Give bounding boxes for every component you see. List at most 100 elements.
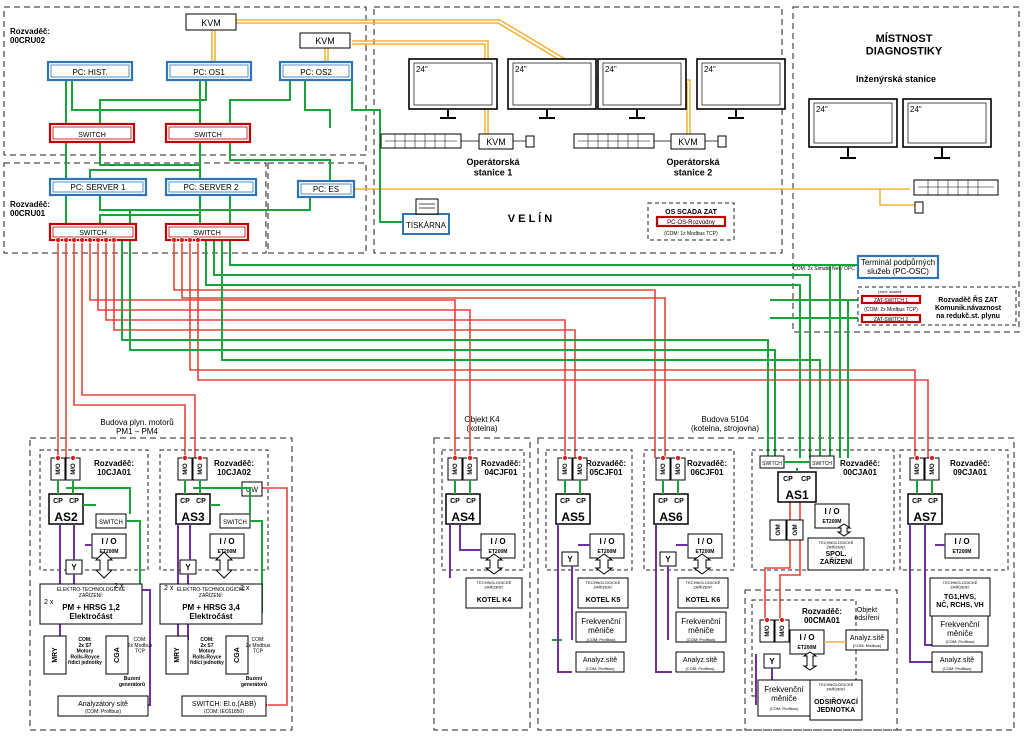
monitor-size-2: 24": [515, 65, 527, 74]
kvm-op1[interactable]: [478, 133, 514, 150]
cp-label: CP: [801, 476, 811, 483]
zone-label-velin: V E L Í N: [508, 212, 552, 225]
et200m-label: ET200M: [489, 549, 508, 555]
switch-b[interactable]: SWITCH: [164, 122, 252, 144]
eng-monitor-size-1: 24": [816, 105, 828, 114]
mouse-2-icon[interactable]: [717, 135, 727, 148]
zone-plyn-motoru: [29, 437, 293, 731]
om-label: O/M: [793, 524, 799, 535]
cga-label: CGA: [234, 647, 241, 663]
cp-label: CP: [560, 498, 570, 505]
cp-label: CP: [658, 498, 668, 505]
profibus-com: (COM: Profibus): [686, 666, 716, 671]
kvm-secondary-label: KVM: [315, 36, 335, 46]
cabinet-cja00-label: Rozvaděč:00CJA01: [840, 459, 880, 477]
gateway-label: GW: [246, 487, 258, 494]
pc-os1[interactable]: PC: OS1: [165, 60, 253, 82]
kvm-secondary[interactable]: [299, 32, 351, 49]
switch-a[interactable]: SWITCH: [48, 122, 136, 144]
mry-label: MRY: [174, 647, 181, 663]
y-label: Y: [185, 563, 191, 572]
cabinet-ethernet: [57, 461, 933, 641]
io-label: I / O: [954, 537, 969, 546]
two-x-label: 2 x: [240, 585, 250, 592]
switch-d[interactable]: SWITCH: [164, 222, 250, 242]
kvm-op1-label: KVM: [486, 137, 506, 147]
io-labels: I / O ET200M I / O ET200M I / O ET200M I…: [100, 507, 972, 651]
zat-switch-2[interactable]: [860, 313, 922, 324]
zone-label-cru02: Rozvaděč:00CRU02: [10, 27, 50, 45]
keyboard-1[interactable]: [380, 133, 462, 149]
pc-server1-label: PC: SERVER 1: [71, 183, 127, 192]
kvm-main-label: KVM: [201, 18, 221, 28]
et200m-label: ET200M: [823, 519, 842, 525]
kvm-op2-label: KVM: [678, 137, 698, 147]
field-equipment: [39, 537, 991, 721]
cabinet-cja02: [159, 449, 269, 571]
y-label: Y: [567, 555, 573, 564]
fiber-links: [57, 240, 929, 706]
mouse-1-icon[interactable]: [525, 135, 535, 148]
as6-label: AS6: [659, 510, 683, 524]
switch-c[interactable]: SWITCH: [48, 222, 138, 242]
zone-label-cru01: Rozvaděč:00CRU01: [10, 200, 50, 218]
et200m-label: ET200M: [218, 549, 237, 555]
pc-os2[interactable]: PC: OS2: [278, 60, 354, 82]
mo-label: M/O: [661, 463, 667, 475]
cabinet-cja09: [899, 449, 1009, 571]
monitor-size-4: 24": [704, 65, 716, 74]
pc-es[interactable]: PC: ES: [296, 179, 356, 199]
printer-icon[interactable]: [402, 198, 450, 235]
scada-title: OS SCADA ZAT: [665, 209, 717, 216]
keyboard-2[interactable]: [573, 133, 655, 149]
pc-hist[interactable]: PC: HIST.: [46, 60, 134, 82]
zat-switch-1[interactable]: [860, 294, 922, 305]
operator-monitors: [408, 58, 786, 119]
et200m-label: ET200M: [696, 549, 715, 555]
kvm-op2[interactable]: [670, 133, 706, 150]
et200m-label: ET200M: [798, 645, 817, 651]
et200m-label: ET200M: [953, 549, 972, 555]
mo-label: M/O: [563, 463, 569, 475]
zone-cru01-es: [267, 162, 367, 254]
pc-server2[interactable]: PC: SERVER 2: [164, 177, 258, 197]
pc-osc[interactable]: [856, 254, 940, 280]
io-label: I / O: [799, 633, 814, 642]
as3-label: AS3: [181, 510, 205, 524]
y-labels: Y Y Y Y Y: [71, 555, 775, 666]
zat-switch-1-label: ZAT-SWITCH 1: [874, 298, 909, 304]
scada-pc[interactable]: [655, 215, 727, 228]
analyzatory-com: (COM: Profibus): [85, 709, 121, 715]
y-label: Y: [769, 657, 775, 666]
kvm-main[interactable]: [185, 13, 237, 31]
cabinet-cja01-label: Rozvaděč:10CJA01: [94, 459, 134, 477]
analyz-site: Analyz.sítě: [583, 657, 617, 664]
mo-label: M/O: [930, 463, 936, 475]
y-label: Y: [665, 555, 671, 564]
mo-label: M/O: [468, 463, 474, 475]
as4-label: AS4: [451, 510, 475, 524]
pc-server1[interactable]: PC: SERVER 1: [48, 177, 148, 197]
local-switch-label: SWITCH: [223, 520, 247, 526]
analyzatory-label: Analyzátory sítě: [78, 701, 128, 708]
as2-label: AS2: [54, 510, 78, 524]
pc-es-label: PC: ES: [313, 185, 339, 194]
eng-mouse-icon[interactable]: [914, 201, 924, 214]
as7-label: AS7: [913, 510, 937, 524]
as1-label: AS1: [785, 488, 809, 502]
eng-keyboard[interactable]: [913, 179, 999, 196]
scada-pc-label: PC-OS-Rozvodny: [667, 220, 715, 226]
mo-label: M/O: [71, 463, 77, 475]
